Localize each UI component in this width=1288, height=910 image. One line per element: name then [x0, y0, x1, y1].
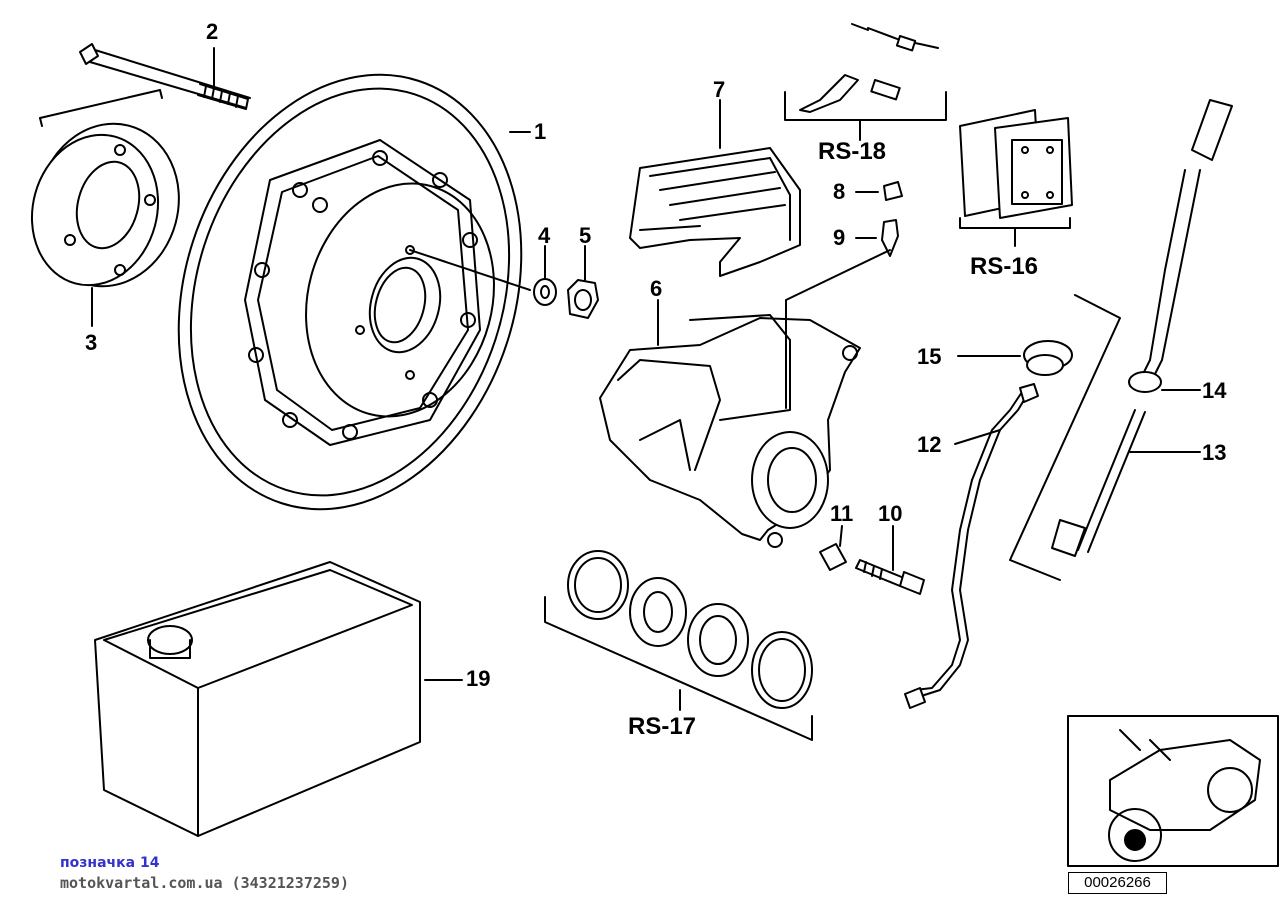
motorcycle-inset: [1067, 715, 1279, 867]
brake-caliper-part: [599, 314, 861, 548]
callout-1: 1: [534, 119, 547, 144]
callout-13: 13: [1202, 440, 1227, 465]
callout-10: 10: [878, 501, 903, 526]
leader-line: [954, 429, 1001, 445]
leader-line: [839, 525, 843, 547]
hose-grommet-part: [1128, 371, 1162, 393]
callout-rs-16: RS-16: [970, 253, 1039, 280]
callout-6: 6: [650, 276, 663, 301]
callout-14: 14: [1202, 378, 1227, 403]
seal-kit-parts: [544, 550, 813, 741]
leader-line: [785, 249, 891, 409]
caliper-bolt-part: [855, 559, 925, 595]
callout-7: 7: [713, 77, 726, 102]
lock-plate-part: [819, 543, 847, 571]
brake-hose-part: [1051, 99, 1233, 557]
callout-4: 4: [538, 223, 551, 248]
watermark-site: motokvartal.com.ua (34321237259): [60, 874, 349, 892]
callout-3: 3: [85, 330, 98, 355]
callout-12: 12: [917, 432, 942, 457]
callout-15: 15: [917, 344, 942, 369]
long-bolt-part: [79, 43, 251, 110]
callout-2: 2: [206, 19, 219, 44]
kit-bracket: [1009, 294, 1121, 581]
bleeder-cap-part: [883, 181, 903, 201]
leader-line: [409, 249, 531, 291]
callout-5: 5: [579, 223, 592, 248]
callout-9: 9: [833, 225, 846, 250]
washer-part: [533, 278, 557, 306]
spacer-ring-part: [30, 89, 180, 288]
nut-part: [567, 279, 599, 319]
pin-kit-parts: [784, 23, 947, 141]
brake-disc-part: [177, 73, 523, 511]
brake-fluid-can-part: [94, 561, 421, 837]
bleeder-valve-part: [881, 219, 899, 257]
reference-number: 00026266: [1068, 872, 1167, 894]
brake-pads-part: [959, 109, 1073, 247]
callout-11: 11: [830, 501, 854, 526]
grommet-part: [1023, 340, 1073, 376]
watermark-label: позначка 14: [60, 855, 160, 871]
dust-cover-part: [629, 147, 801, 277]
callout-19: 19: [466, 666, 491, 691]
brake-line-part: [904, 383, 1039, 709]
callout-rs-18: RS-18: [818, 138, 887, 165]
callout-8: 8: [833, 179, 846, 204]
callout-rs-17: RS-17: [628, 713, 697, 740]
